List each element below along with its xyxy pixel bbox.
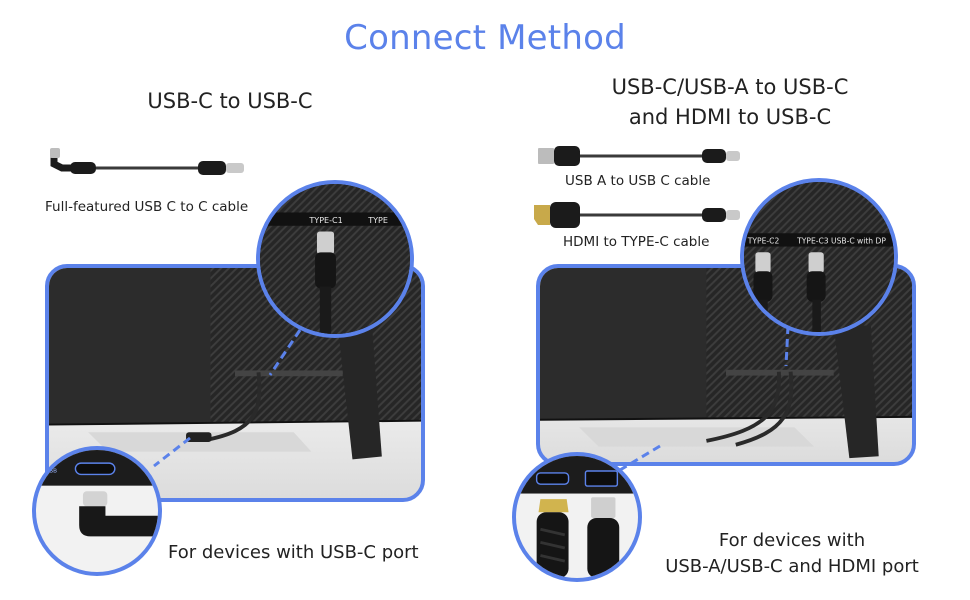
svg-text:USB: USB <box>45 469 57 475</box>
left-cable-caption: Full-featured USB C to C cable <box>45 199 249 215</box>
left-guide-line <box>153 329 302 468</box>
usb-c-to-c-cable-icon <box>50 148 244 175</box>
left-heading: USB-C to USB-C <box>147 89 313 113</box>
left-zoom-bottom-circle: USB <box>32 446 162 576</box>
right-heading-line1: USB-C/USB-A to USB-C <box>611 75 849 99</box>
right-bottom-caption-line1: For devices with <box>718 530 866 551</box>
right-bottom-caption-line2: USB-A/USB-C and HDMI port <box>665 556 919 577</box>
right-cable2-caption: HDMI to TYPE-C cable <box>563 234 710 250</box>
right-zoom-top-circle: TYPE-C2 TYPE-C3 USB-C with DP <box>740 178 898 336</box>
page-title: Connect Method <box>344 18 626 58</box>
right-port-label-type-c2: TYPE-C2 <box>747 237 780 246</box>
right-heading-line2: and HDMI to USB-C <box>628 105 832 129</box>
left-port-label-type-c1: TYPE-C1 <box>308 216 342 225</box>
usb-a-to-c-cable-icon <box>538 146 740 166</box>
right-cable1-caption: USB A to USB C cable <box>565 173 711 189</box>
left-zoom-top-circle: TYPE-C1 TYPE <box>256 180 414 338</box>
right-port-label-type-c3: TYPE-C3 USB-C with DP <box>796 237 886 246</box>
right-zoom-bottom-circle <box>512 452 642 582</box>
hdmi-to-c-cable-icon <box>534 202 740 228</box>
svg-text:TYPE: TYPE <box>367 216 388 225</box>
left-bottom-caption: For devices with USB-C port <box>168 542 419 563</box>
